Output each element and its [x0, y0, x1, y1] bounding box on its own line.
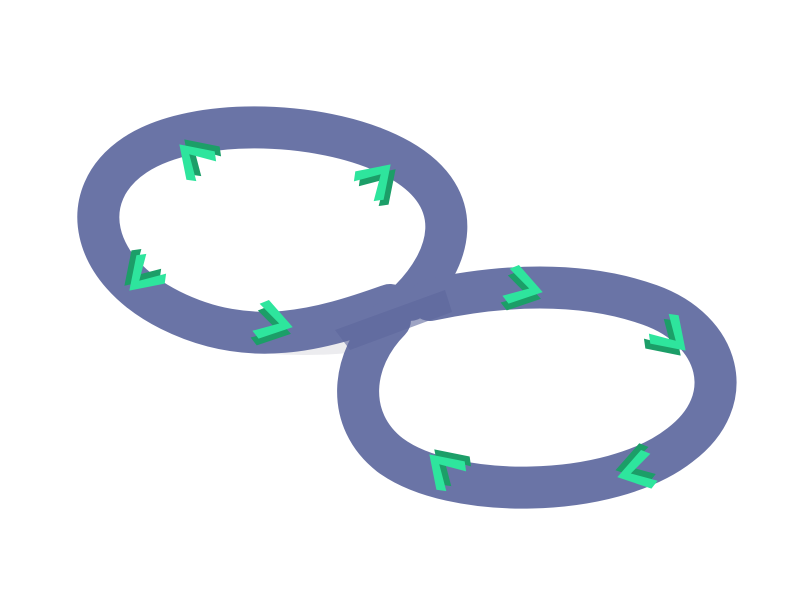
left-loop	[77, 106, 468, 354]
right-loop-track	[337, 266, 737, 509]
crossing-band	[335, 290, 452, 350]
left-loop-track	[77, 106, 468, 354]
right-loop	[337, 266, 737, 509]
